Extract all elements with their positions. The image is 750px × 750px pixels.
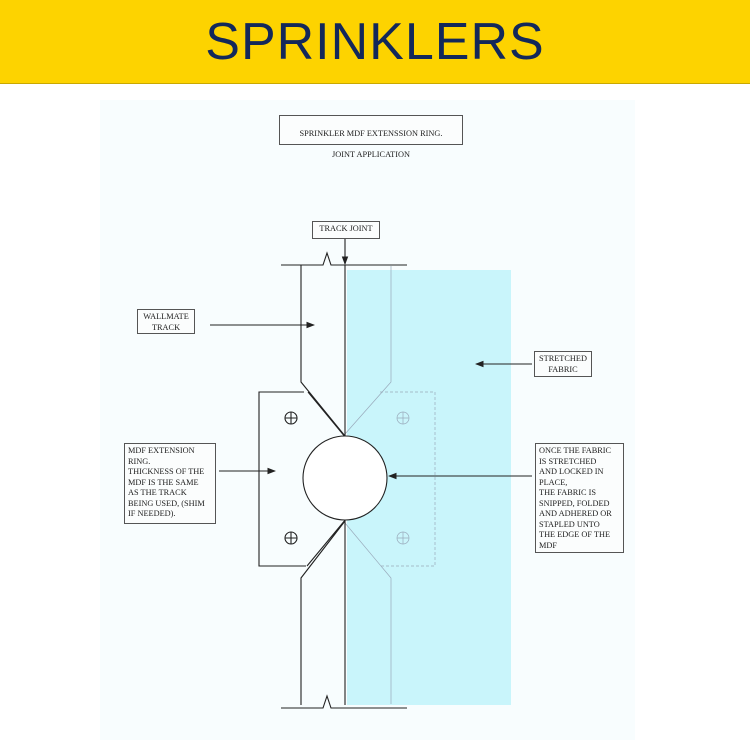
title-line-1: SPRINKLER MDF EXTENSSION RING.: [299, 128, 443, 138]
diagram-title: SPRINKLER MDF EXTENSSION RING. JOINT APP…: [279, 115, 463, 159]
wallmate-track-bottom: [300, 518, 347, 705]
mdf-plate: [258, 391, 306, 567]
screw-hole-icon: [284, 411, 298, 425]
bottom-track-line: [281, 694, 407, 709]
top-track-line: [281, 251, 407, 266]
screw-hole-icon: [284, 531, 298, 545]
label-fabric-note: ONCE THE FABRIC IS STRETCHED AND LOCKED …: [535, 443, 624, 553]
label-track-joint: TRACK JOINT: [312, 221, 380, 239]
title-line-2: JOINT APPLICATION: [332, 149, 410, 159]
header-banner: SPRINKLERS: [0, 0, 750, 84]
hidden-track-outline: [344, 266, 436, 704]
label-mdf-ring: MDF EXTENSION RING. THICKNESS OF THE MDF…: [124, 443, 216, 524]
label-stretched-fabric: STRETCHED FABRIC: [534, 351, 592, 377]
page-title: SPRINKLERS: [205, 12, 545, 71]
wallmate-track-top: [300, 265, 347, 439]
label-wallmate-track: WALLMATE TRACK: [137, 309, 195, 334]
sprinkler-ring: [302, 435, 388, 521]
